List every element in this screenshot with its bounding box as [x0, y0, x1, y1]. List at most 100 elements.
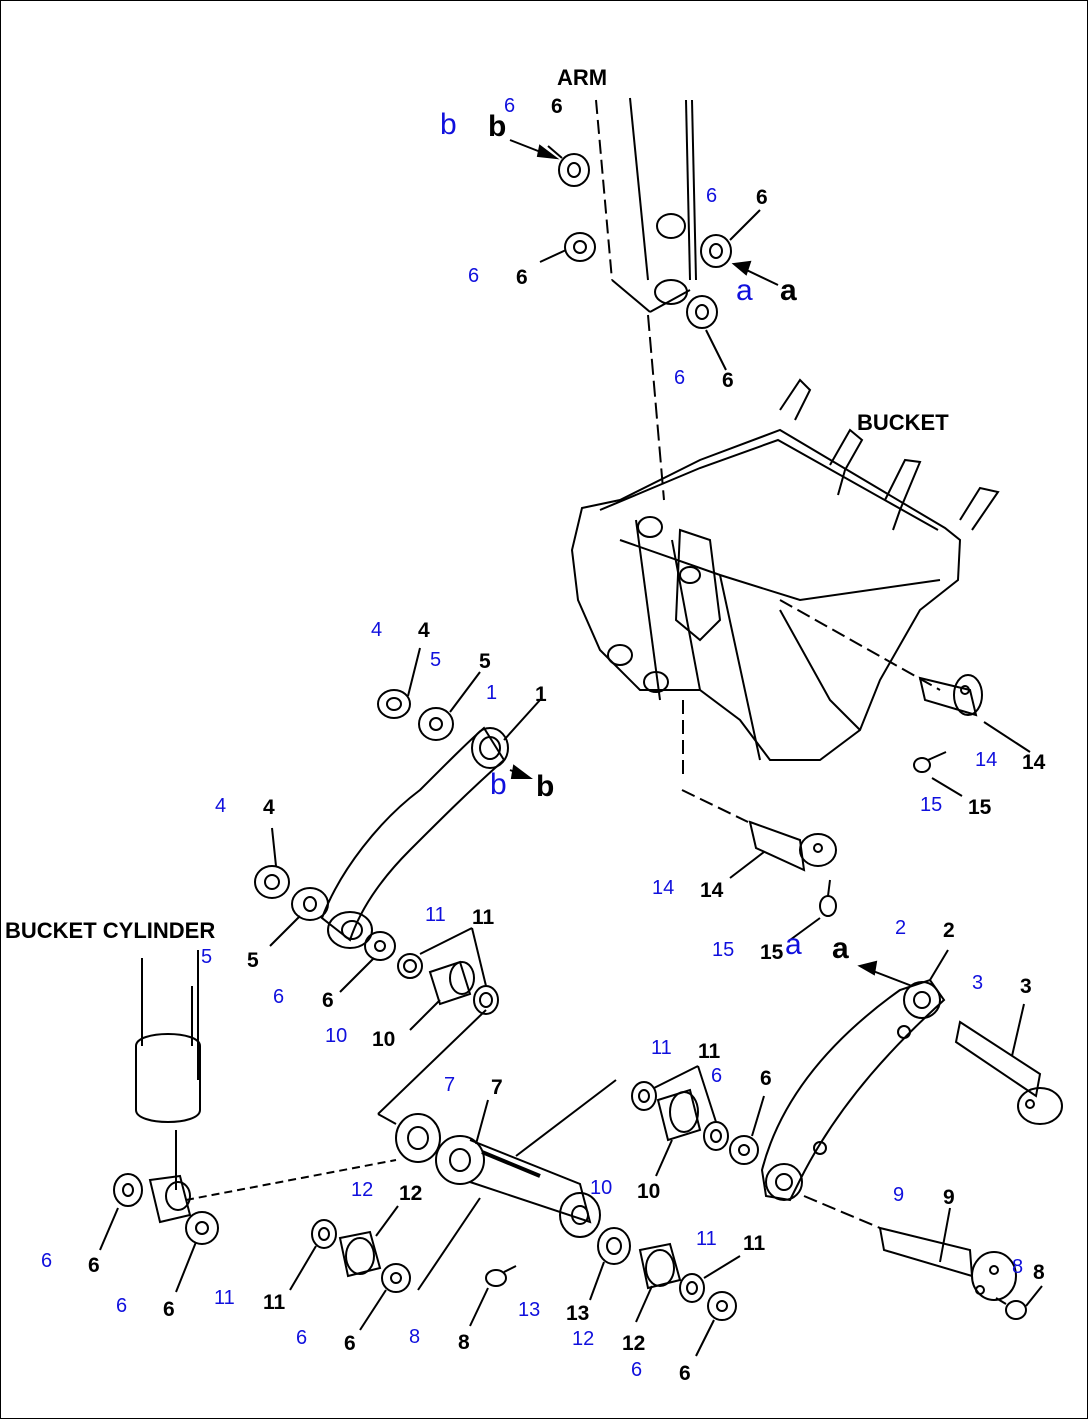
washer-6-cyl-right: [175, 1211, 219, 1293]
washer-6-lower-right: [695, 1291, 737, 1357]
callout-5-mid: 5: [247, 949, 259, 972]
callout-11-lb-blue: 11: [214, 1287, 235, 1309]
nut-4-top: [377, 647, 421, 719]
callout-12-l: 12: [399, 1182, 423, 1205]
washer-6-link: [339, 931, 396, 993]
callout-15-top: 15: [968, 796, 992, 819]
callout-4-mid: 4: [263, 796, 275, 819]
callout-6-lb: 6: [163, 1298, 175, 1321]
washer-6-arm-bottom: [686, 295, 718, 329]
callout-10-top: 10: [372, 1028, 396, 1051]
callout-8-r: 8: [1033, 1261, 1045, 1284]
callout-b-link: b: [536, 770, 555, 803]
washer-6-arm-right: [700, 234, 732, 268]
nut-4-mid: [254, 827, 290, 899]
bushing-12-left: [338, 1205, 399, 1278]
seal-11-upper-a: [397, 953, 423, 979]
callout-9: 9: [943, 1186, 955, 1209]
bucket-body: [570, 378, 1000, 761]
callout-6-ll-blue: 6: [41, 1250, 53, 1272]
callout-6-br: 6: [679, 1362, 691, 1385]
pin-14-mid: [729, 820, 837, 879]
bucket-cylinder-rod: [135, 950, 201, 1224]
callout-2-blue: 2: [895, 917, 907, 939]
washer-6-arm-left: [564, 232, 596, 262]
pin-3: [954, 1003, 1063, 1125]
seal-11-mid: [631, 1081, 657, 1111]
seal-13: [589, 1227, 631, 1301]
callout-11-r-blue: 11: [651, 1037, 672, 1059]
grease-fitting-8-right: [995, 1285, 1043, 1320]
link-7: [395, 1099, 601, 1238]
callout-5-mid-blue: 5: [201, 946, 213, 968]
callout-12-l-blue: 12: [351, 1179, 374, 1201]
callout-14-top: 14: [1022, 751, 1046, 774]
callout-10-m-blue: 10: [590, 1177, 613, 1199]
callout-b-link-blue: b: [490, 768, 507, 801]
washer-5-top: [418, 671, 481, 741]
bushing-12-right: [635, 1242, 682, 1323]
washer-6-cyl-left: [99, 1173, 143, 1251]
callout-11-br-blue: 11: [696, 1228, 717, 1250]
arm-structure: [595, 97, 697, 501]
callout-2: 2: [943, 919, 955, 942]
seal-11-mid-b: [703, 1121, 729, 1151]
callout-a-mid: a: [832, 932, 849, 965]
callout-14-top-blue: 14: [975, 749, 998, 771]
washer-5-mid: [269, 887, 329, 947]
pin-9: [878, 1207, 1017, 1301]
callout-4-mid-blue: 4: [215, 795, 227, 817]
callout-12-b-blue: 12: [572, 1328, 595, 1350]
callout-14-mid-blue: 14: [652, 877, 675, 899]
bolt-15-top: [913, 751, 963, 797]
callout-5-top: 5: [479, 650, 491, 673]
grease-fitting-8-lower: [469, 1265, 517, 1327]
callout-b-arm-blue: b: [440, 108, 457, 141]
callout-11-br: 11: [743, 1232, 766, 1255]
callout-6-arm-blue-a: 6: [504, 95, 516, 117]
callout-a-arm: a: [780, 274, 797, 307]
callout-7-blue: 7: [444, 1074, 456, 1096]
callout-6-ll: 6: [88, 1254, 100, 1277]
callout-12-b: 12: [622, 1332, 646, 1355]
callout-4-top: 4: [418, 619, 430, 642]
arm-title: ARM: [557, 65, 608, 90]
callout-15-top-blue: 15: [920, 794, 943, 816]
pin-14-top: [918, 674, 1031, 753]
arrow-b-arm: [536, 144, 560, 160]
callout-6-mid: 6: [322, 989, 334, 1012]
callout-6-arm-a: 6: [551, 95, 563, 118]
callout-9-blue: 9: [893, 1184, 905, 1206]
callout-15-mid-blue: 15: [712, 939, 735, 961]
callout-10-m: 10: [637, 1180, 661, 1203]
callout-8-b: 8: [458, 1331, 470, 1354]
callout-8-r-blue: 8: [1012, 1256, 1024, 1278]
callout-b-arm: b: [488, 110, 507, 143]
callout-6-mid-blue: 6: [273, 986, 285, 1008]
callout-13-blue: 13: [518, 1299, 541, 1321]
callout-10-top-blue: 10: [325, 1025, 348, 1047]
callout-14-mid: 14: [700, 879, 724, 902]
link-1: [320, 699, 541, 949]
callout-1-blue: 1: [486, 682, 498, 704]
callout-11-top-blue: 11: [425, 904, 446, 926]
bolt-15-mid: [789, 879, 837, 941]
callout-15-mid: 15: [760, 941, 784, 964]
callout-6-arm-blue-d: 6: [674, 367, 686, 389]
seal-11-lower-right: [679, 1255, 741, 1303]
callout-1: 1: [535, 683, 547, 706]
link-2: [760, 949, 949, 1202]
washer-6-mid-right: [729, 1095, 765, 1165]
seal-11-lower-left: [289, 1219, 337, 1291]
callout-6-r-blue: 6: [711, 1065, 723, 1087]
callout-4-top-blue: 4: [371, 619, 383, 641]
callout-6-arm-c: 6: [516, 266, 528, 289]
callout-a-mid-blue: a: [785, 928, 802, 961]
callout-3-blue: 3: [972, 972, 984, 994]
callout-8-b-blue: 8: [409, 1326, 421, 1348]
callout-6-arm-d: 6: [722, 369, 734, 392]
callout-6-bb-blue: 6: [296, 1327, 308, 1349]
seal-11-upper-b: [473, 985, 499, 1015]
